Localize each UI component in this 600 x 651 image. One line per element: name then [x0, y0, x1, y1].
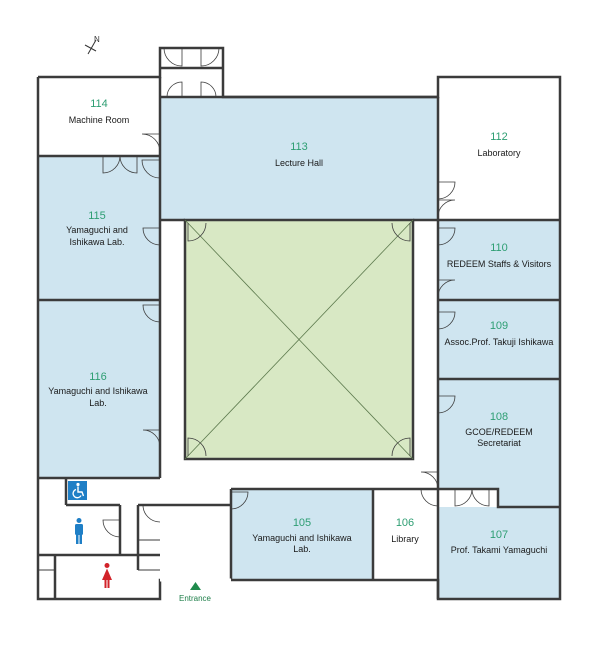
room-105-number: 105: [293, 517, 311, 529]
room-107-number: 107: [490, 529, 508, 541]
north-arrow-icon: [84, 39, 97, 55]
room-106[interactable]: [373, 489, 438, 580]
room-114[interactable]: [38, 77, 160, 156]
room-116-name-line2: Lab.: [89, 398, 107, 408]
entrance-label: Entrance: [179, 594, 212, 603]
room-115-name-line1: Yamaguchi and: [66, 225, 128, 235]
female-restroom-icon: [102, 563, 112, 588]
room-109-number: 109: [490, 320, 508, 332]
room-116-number: 116: [89, 371, 107, 383]
room-108-name-line2: Secretariat: [477, 438, 521, 448]
room-114-number: 114: [90, 98, 108, 110]
room-116-name-line1: Yamaguchi and Ishikawa: [48, 386, 147, 396]
room-108-number: 108: [490, 411, 508, 423]
room-115-name-line2: Ishikawa Lab.: [69, 237, 124, 247]
room-109[interactable]: [438, 300, 560, 379]
room-108-name-line1: GCOE/REDEEM: [465, 427, 533, 437]
room-107-name: Prof. Takami Yamaguchi: [451, 545, 548, 555]
male-restroom-icon: [75, 518, 83, 544]
room-112-name: Laboratory: [477, 148, 521, 158]
room-105[interactable]: [231, 489, 373, 580]
room-113[interactable]: [160, 97, 438, 220]
room-113-name: Lecture Hall: [275, 158, 323, 168]
room-108[interactable]: [438, 379, 560, 507]
courtyard: [183, 218, 415, 461]
room-105-name-line2: Lab.: [293, 544, 311, 554]
entrance-arrow-icon: [190, 582, 201, 590]
room-112[interactable]: [438, 77, 560, 220]
wheelchair-icon: [68, 481, 87, 500]
room-112-number: 112: [490, 131, 508, 143]
room-110-name: REDEEM Staffs & Visitors: [447, 259, 552, 269]
room-110[interactable]: [438, 220, 560, 300]
room-113-number: 113: [290, 141, 308, 153]
room-106-number: 106: [396, 517, 414, 529]
room-115[interactable]: [38, 156, 160, 300]
room-106-name: Library: [391, 534, 419, 544]
room-109-name: Assoc.Prof. Takuji Ishikawa: [445, 337, 554, 347]
room-114-name: Machine Room: [69, 115, 130, 125]
door-swings: [102, 47, 490, 538]
room-107[interactable]: [438, 507, 560, 599]
room-110-number: 110: [490, 242, 508, 254]
building-walls: [36, 46, 562, 601]
north-label: N: [94, 35, 100, 44]
room-105-name-line1: Yamaguchi and Ishikawa: [252, 533, 351, 543]
room-115-number: 115: [88, 210, 106, 222]
room-116[interactable]: [38, 300, 160, 478]
